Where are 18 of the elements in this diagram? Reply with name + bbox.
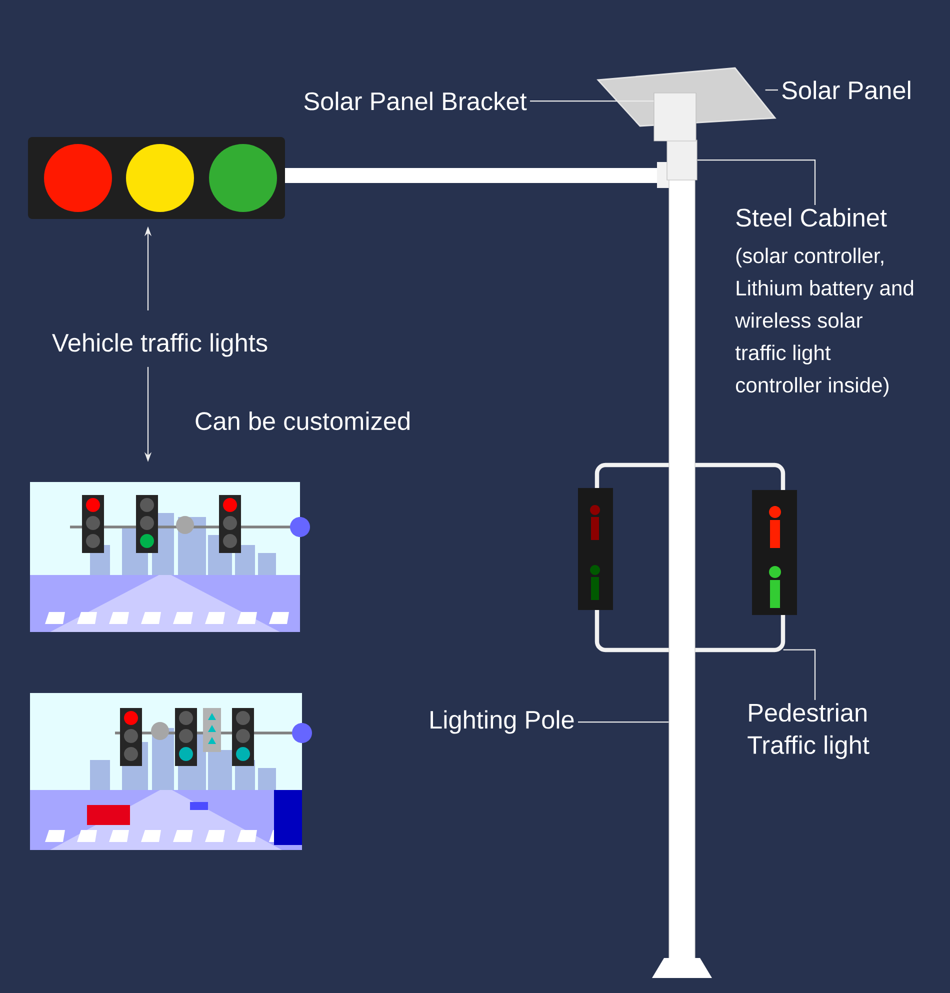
- part-label: Pedestrian Traffic light: [748, 703, 870, 760]
- leader-line: [783, 649, 816, 700]
- part-label: Lighting Pole: [430, 710, 574, 734]
- panel-bracket: [654, 92, 696, 142]
- edge-label: Can be customized: [196, 412, 410, 430]
- traffic-light-drawing: [28, 137, 285, 219]
- pole-drawing: [652, 180, 712, 978]
- part-label: Solar Panel Bracket: [304, 92, 527, 110]
- part-label: Solar Panel: [782, 80, 910, 100]
- street-scene-drawing: [30, 693, 312, 850]
- part-label: Steel Cabinet (solar controller, Lithium battery and wireless solar traffic light controller inside): [735, 208, 914, 397]
- street-scene-drawing: [30, 482, 310, 632]
- leader-line: [530, 100, 654, 102]
- leader-line: [697, 159, 816, 205]
- steel-cabinet: [666, 140, 698, 180]
- leader-line: [578, 721, 669, 723]
- part-label: Vehicle traffic lights: [52, 333, 268, 357]
- leader-line: [765, 89, 778, 91]
